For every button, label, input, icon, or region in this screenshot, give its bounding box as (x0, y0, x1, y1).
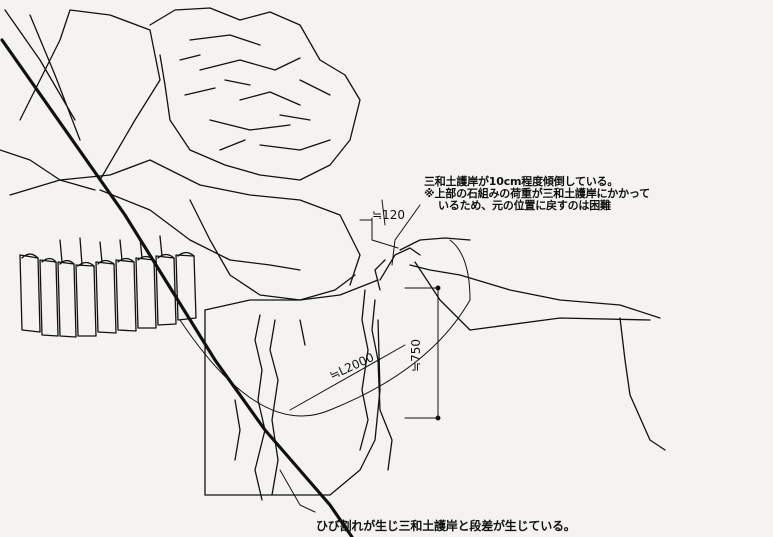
dimension-arc (179, 239, 471, 417)
tilt-annotation-line3: いるため、元の位置に戻すのは困難 (438, 199, 611, 212)
branch-lines (4, 9, 81, 141)
tilt-annotation-line2: ※上部の石組みの荷重が三和土護岸にかかって (424, 187, 650, 200)
tree-root-left (0, 149, 301, 271)
rock-outline-left (19, 9, 161, 181)
wooden-piles (19, 235, 197, 338)
crack-leader-line (0, 38, 354, 537)
length-dimension-line (289, 344, 406, 411)
length-dimension-label: ≒L2000 (327, 350, 376, 383)
rock-outline-lower (189, 199, 356, 301)
tataki-revetment (204, 247, 666, 496)
crack-lines (234, 289, 393, 501)
crack-annotation: ひび割れが生じ三和土護岸と段差が生じている。 (316, 519, 576, 533)
tilt-leader (391, 204, 421, 266)
offset-dimension-label: ≒120 (372, 208, 405, 222)
height-dimension-label: ≒750 (409, 339, 423, 372)
height-dimension-line (404, 287, 439, 419)
rock-cracks-upper (179, 34, 331, 151)
tilt-annotation: 三和土護岸が10cm程度傾倒している。 ※上部の石組みの荷重が三和土護岸にかかっ… (424, 176, 650, 212)
rock-outline-mid (59, 159, 361, 286)
bottom-leader (279, 469, 316, 513)
tilt-annotation-line1: 三和土護岸が10cm程度傾倒している。 (424, 175, 619, 188)
dimension-offset-lines (359, 199, 399, 249)
stone-cracks-right (374, 237, 471, 291)
rock-outline-upper (149, 7, 361, 181)
